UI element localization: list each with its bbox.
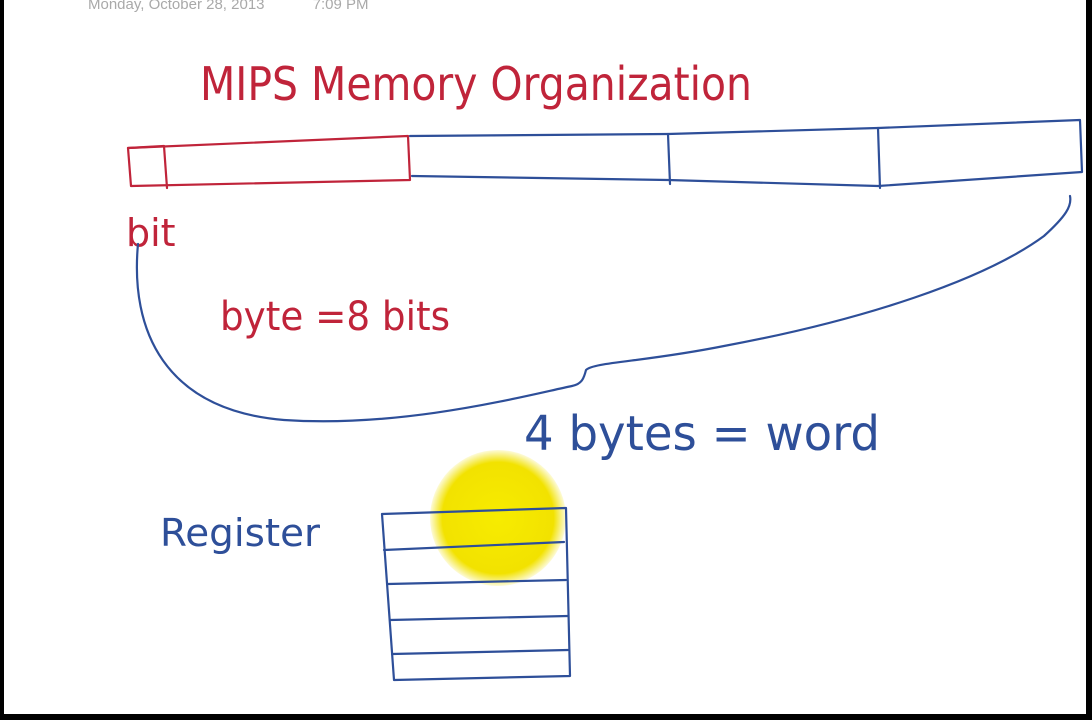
word-boxes xyxy=(408,118,1084,190)
ink-canvas: MIPS Memory Organization bit byte =8 bit… xyxy=(126,57,1084,682)
word-brace xyxy=(135,194,1072,423)
register-table xyxy=(380,506,572,682)
byte-label: byte =8 bits xyxy=(220,294,450,340)
page-header: Monday, October 28, 2013 7:09 PM xyxy=(88,0,369,13)
page-date: Monday, October 28, 2013 xyxy=(88,0,265,13)
byte-box xyxy=(126,134,412,190)
onenote-page: Monday, October 28, 2013 7:09 PM MIPS Me… xyxy=(4,0,1086,714)
bit-label: bit xyxy=(126,211,176,255)
word-label: 4 bytes = word xyxy=(524,406,880,462)
page-time: 7:09 PM xyxy=(312,0,369,13)
register-label: Register xyxy=(160,511,320,555)
bit-box xyxy=(126,144,169,190)
pointer-highlight xyxy=(430,450,566,586)
title-text: MIPS Memory Organization xyxy=(200,57,752,111)
